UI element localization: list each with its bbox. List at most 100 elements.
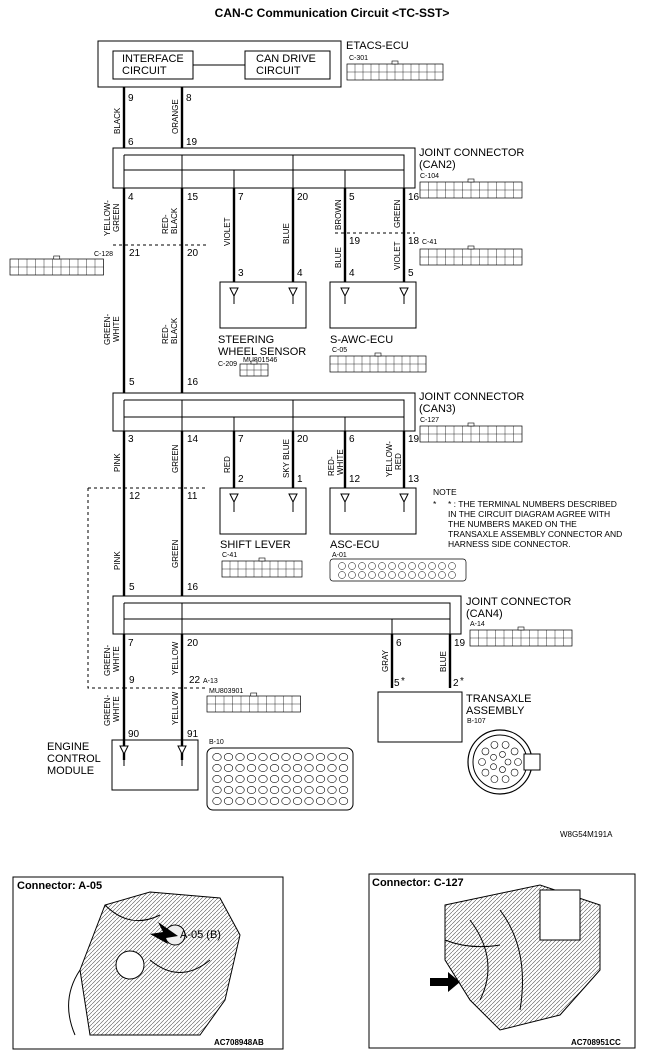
b10-pin: [327, 797, 337, 805]
jc2-pin-1: 4: [128, 192, 134, 203]
wire-gw-4: WHITE: [112, 646, 121, 672]
jc3-pin-6: 19: [408, 434, 420, 445]
b10-pin: [315, 797, 326, 805]
etacs-name: ETACS-ECU: [346, 40, 409, 52]
c41-top-label: C-41: [422, 239, 437, 246]
b10-pin: [223, 753, 234, 761]
b10-pin: [212, 764, 222, 772]
jc4-name-2: (CAN4): [466, 608, 503, 620]
transaxle-pin: [490, 775, 499, 783]
transaxle-pin: [501, 775, 510, 783]
c128-connector-face: [9, 255, 104, 276]
note-line-2: IN THE CIRCUIT DIAGRAM AGREE WITH: [448, 509, 610, 519]
c128-pin-b: 20: [187, 248, 199, 259]
ecm-name-3: MODULE: [47, 765, 94, 777]
b10-pin: [327, 753, 337, 761]
b10-pin: [246, 797, 257, 805]
transaxle-pin: [490, 741, 499, 749]
b10-pin: [315, 764, 326, 772]
transaxle-pin: [510, 768, 519, 777]
jc4-pin-4: 19: [454, 638, 466, 649]
b10-pin: [281, 775, 291, 783]
jc2-name-1: JOINT CONNECTOR: [419, 147, 524, 159]
jc3-in-a: 5: [129, 377, 135, 388]
wire-orange: ORANGE: [171, 99, 180, 134]
asc-connector: A-01: [332, 552, 347, 559]
wire-brown: BROWN: [334, 199, 343, 230]
b10-pin: [315, 753, 326, 761]
figure-id: W8G54M191A: [560, 830, 613, 839]
jc4-pin-1: 7: [128, 638, 134, 649]
c128-pin-a: 21: [129, 248, 141, 259]
shift-pin-b: 1: [297, 474, 303, 485]
asc-name: ASC-ECU: [330, 539, 380, 551]
wire-gray: GRAY: [381, 649, 390, 672]
note-block: NOTE * * : THE TERMINAL NUMBERS DESCRIBE…: [433, 487, 622, 549]
note-line-5: HARNESS SIDE CONNECTOR.: [448, 539, 571, 549]
jc2-pin-6: 16: [408, 192, 420, 203]
b10-pin: [292, 764, 303, 772]
b10-pin: [304, 764, 314, 772]
trans-star-b: *: [460, 676, 464, 687]
photo1-title: Connector: A-05: [17, 880, 102, 892]
mid-pin-5: 5: [129, 582, 135, 593]
mid-pin-16: 16: [187, 582, 199, 593]
wire-yellow-2: YELLOW: [171, 691, 180, 725]
transaxle-pin: [510, 747, 519, 756]
ecm-pin-a: 90: [128, 729, 140, 740]
steering-part: MU801546: [243, 357, 277, 364]
wire-blue: BLUE: [282, 223, 291, 244]
b10-pin: [223, 775, 234, 783]
etacs-connector-face: [346, 60, 444, 81]
c128-label: C-128: [94, 251, 113, 258]
b10-pin: [292, 775, 303, 783]
b10-pin: [338, 786, 349, 794]
wire-gw-1: GREEN-: [103, 314, 112, 345]
b10-pin: [235, 786, 245, 794]
c41-pin-a: 19: [349, 236, 361, 247]
b10-pin: [258, 786, 268, 794]
b10-pin: [327, 775, 337, 783]
wire-yg-2: GREEN: [112, 203, 121, 232]
c41-connector-face: [419, 245, 523, 266]
engine-control-module: ENGINE CONTROL MODULE B-10: [47, 739, 224, 791]
b10-pin: [258, 764, 268, 772]
can-drive-line1: CAN DRIVE: [256, 53, 316, 65]
b10-pin: [246, 775, 257, 783]
jc2-connector: C-104: [420, 173, 439, 180]
b10-pin: [258, 797, 268, 805]
b10-pin: [338, 797, 349, 805]
wire-black: BLACK: [113, 107, 122, 134]
sawc-pin-b: 5: [408, 268, 414, 279]
jc3-connector: C-127: [420, 417, 439, 424]
b10-pin: [304, 775, 314, 783]
jc2-pin-5: 5: [349, 192, 355, 203]
transaxle-pin: [481, 768, 490, 777]
asc-pin-b: 13: [408, 474, 420, 485]
wire-yg-1: YELLOW-: [103, 200, 112, 236]
jc3-connector-face: [419, 422, 523, 443]
jc3-pin-3: 7: [238, 434, 244, 445]
b10-pin: [292, 786, 303, 794]
ecm-pin-b: 91: [187, 729, 199, 740]
transaxle-pin: [514, 758, 522, 766]
a13-connector-face: [206, 692, 301, 713]
sawc-connector-face: [329, 352, 427, 373]
b10-pin: [223, 797, 234, 805]
photo1-code: AC708948AB: [214, 1038, 264, 1047]
transaxle-pin: [499, 751, 506, 758]
sawc-name: S-AWC-ECU: [330, 334, 393, 346]
b10-pin: [315, 775, 326, 783]
transaxle-pin: [499, 766, 506, 773]
transaxle-connector: B-107: [467, 718, 486, 725]
b10-pin: [338, 775, 349, 783]
trans-pin-a: 5: [394, 678, 400, 689]
transaxle-pin: [478, 758, 486, 766]
note-line-3: THE NUMBERS MAKED ON THE: [448, 519, 577, 529]
b10-pin: [246, 786, 257, 794]
steer-pin-b: 4: [297, 268, 303, 279]
jc3-pin-4: 20: [297, 434, 309, 445]
b10-pin: [327, 764, 337, 772]
joint-connector-can2: JOINT CONNECTOR (CAN2) C-104: [112, 147, 524, 199]
